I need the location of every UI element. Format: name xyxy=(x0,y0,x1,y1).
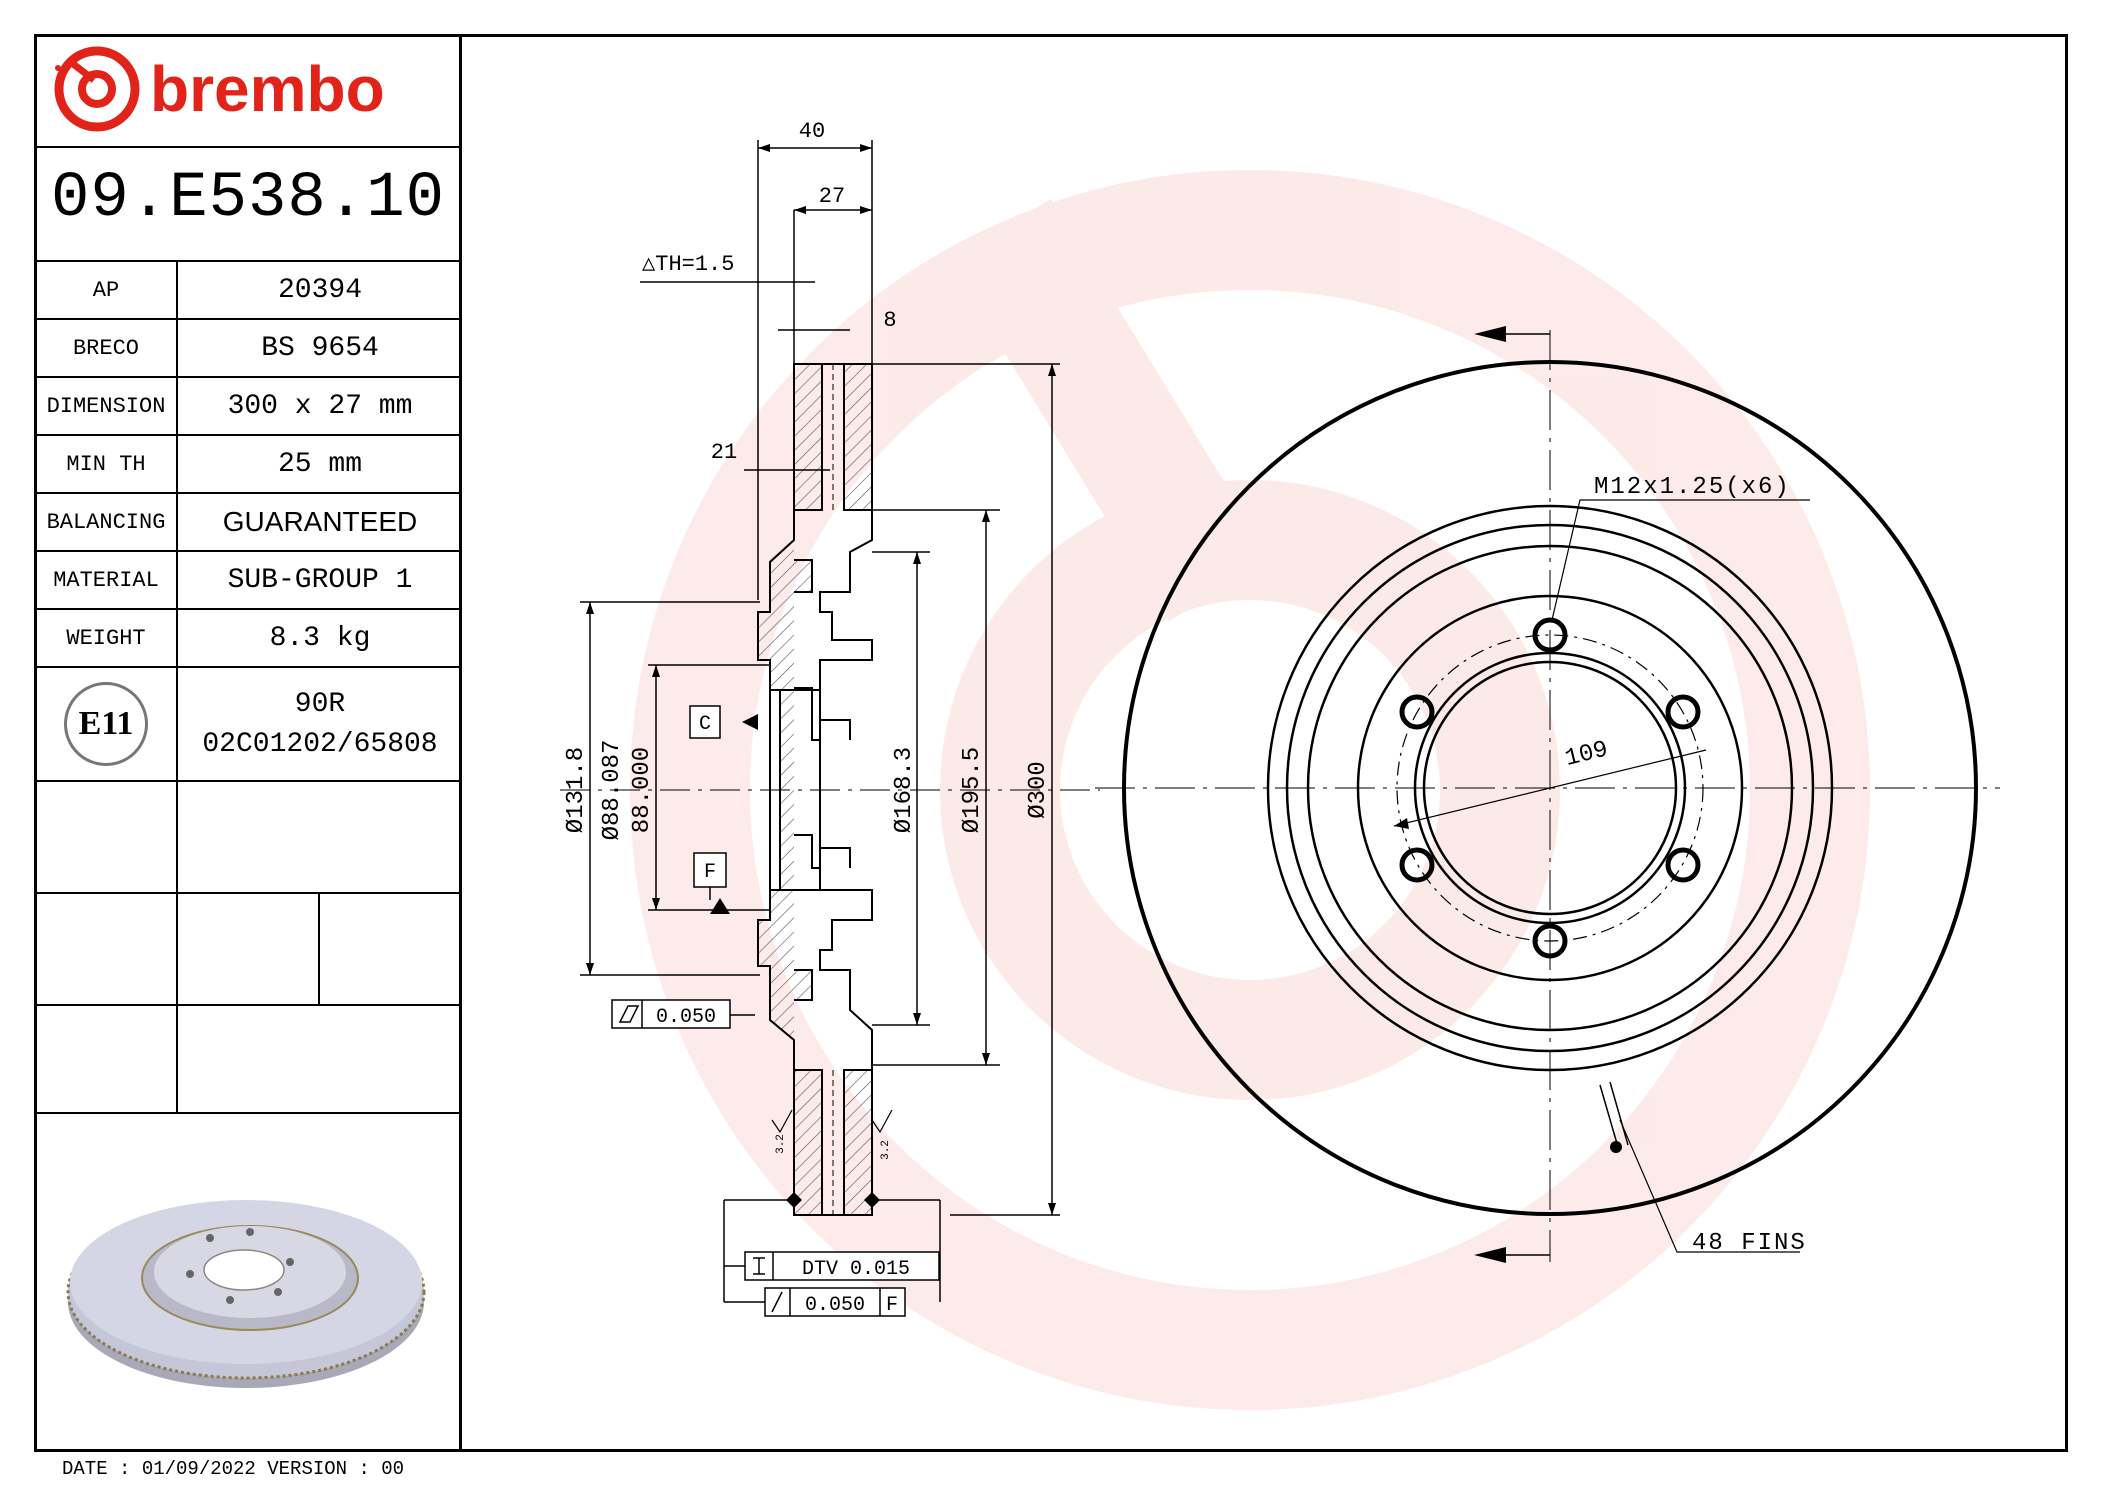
runout-value: 0.050 xyxy=(805,1294,865,1317)
roughness-right: 3.2 xyxy=(880,1140,892,1160)
spec-value-ap: 20394 xyxy=(277,274,362,306)
spec-value-material: SUB-GROUP 1 xyxy=(227,564,413,596)
arrow-heads xyxy=(586,144,1056,1215)
runout-frame xyxy=(764,1287,906,1317)
spec-label-material: MATERIAL xyxy=(53,567,159,593)
front-arrow-heads xyxy=(1394,326,1622,1263)
divider xyxy=(34,666,462,668)
dim-d131: Ø131.8 xyxy=(563,747,590,833)
spec-label-min-th: MIN TH xyxy=(66,451,146,477)
brand-name: brembo xyxy=(150,53,385,125)
roughness-icon xyxy=(771,1109,893,1134)
spec-label-weight: WEIGHT xyxy=(66,625,146,651)
dtv-frame xyxy=(744,1251,940,1281)
divider xyxy=(34,376,462,378)
spec-label-balancing: BALANCING xyxy=(46,509,166,535)
dim-fins: 48 FINS xyxy=(1692,1230,1807,1257)
dim-d300: Ø300 xyxy=(1025,761,1052,819)
divider xyxy=(34,608,462,610)
runout-ref: F xyxy=(886,1294,898,1317)
divider xyxy=(34,780,462,782)
e-mark-icon: E11 xyxy=(34,668,178,780)
divider xyxy=(34,1004,462,1006)
column-divider xyxy=(176,262,178,1112)
dim-thread: M12x1.25(x6) xyxy=(1594,474,1791,501)
dim-d88-upper: Ø88.087 xyxy=(599,740,626,841)
runout-icon xyxy=(771,1291,783,1313)
flatness-icon xyxy=(618,1005,640,1023)
divider xyxy=(34,492,462,494)
dim-d195: Ø195.5 xyxy=(959,747,986,833)
dtv-value: DTV 0.015 xyxy=(802,1258,910,1281)
dim-disc-thickness: 27 xyxy=(819,184,845,209)
divider xyxy=(34,550,462,552)
dim-offset: 21 xyxy=(711,440,737,465)
divider xyxy=(34,892,462,894)
column-divider xyxy=(318,892,320,1004)
flatness-frame xyxy=(611,999,731,1029)
dim-d168: Ø168.3 xyxy=(891,747,918,833)
brand-header: brembo xyxy=(52,46,385,132)
divider xyxy=(34,260,462,262)
spec-value-breco: BS 9654 xyxy=(261,332,379,364)
title-block: brembo 09.E538.10 AP 20394 BRECO BS 9654… xyxy=(34,34,462,1452)
brembo-logo-icon xyxy=(54,46,140,132)
dim-delta-th: △TH=1.5 xyxy=(642,252,734,277)
flatness-value: 0.050 xyxy=(656,1006,716,1029)
datum-c-box xyxy=(689,705,721,739)
footer-date-version: DATE : 01/09/2022 VERSION : 00 xyxy=(62,1458,405,1480)
divider xyxy=(34,1112,462,1114)
section-view xyxy=(560,363,1100,1216)
divider xyxy=(34,146,462,148)
dim-d88-lower: 88.000 xyxy=(629,747,656,833)
front-view xyxy=(1095,330,2000,1262)
divider xyxy=(34,434,462,436)
spec-value-balancing: GUARANTEED xyxy=(222,506,418,537)
drawing-frame xyxy=(34,34,2068,1452)
disc-render xyxy=(66,1200,426,1388)
spec-label-ap: AP xyxy=(92,277,120,303)
spec-value-weight: 8.3 kg xyxy=(269,622,371,654)
part-number: 09.E538.10 xyxy=(50,163,446,235)
approval-line1: 90R xyxy=(294,688,346,720)
dim-pcd: 109 xyxy=(1562,736,1610,773)
roughness-left: 3.2 xyxy=(775,1134,787,1154)
datum-c: C xyxy=(699,713,711,736)
datum-f: F xyxy=(704,861,716,884)
dim-flange: 8 xyxy=(883,308,896,333)
parallelism-icon xyxy=(753,1257,765,1275)
spec-label-breco: BRECO xyxy=(72,335,139,361)
divider xyxy=(34,318,462,320)
spec-label-dimension: DIMENSION xyxy=(46,393,166,419)
e-mark-text: E11 xyxy=(64,682,148,766)
dim-overall-width: 40 xyxy=(799,119,825,144)
spec-value-min-th: 25 mm xyxy=(277,448,362,480)
approval-line2: 02C01202/65808 xyxy=(202,728,438,760)
spec-value-dimension: 300 x 27 mm xyxy=(227,390,413,422)
